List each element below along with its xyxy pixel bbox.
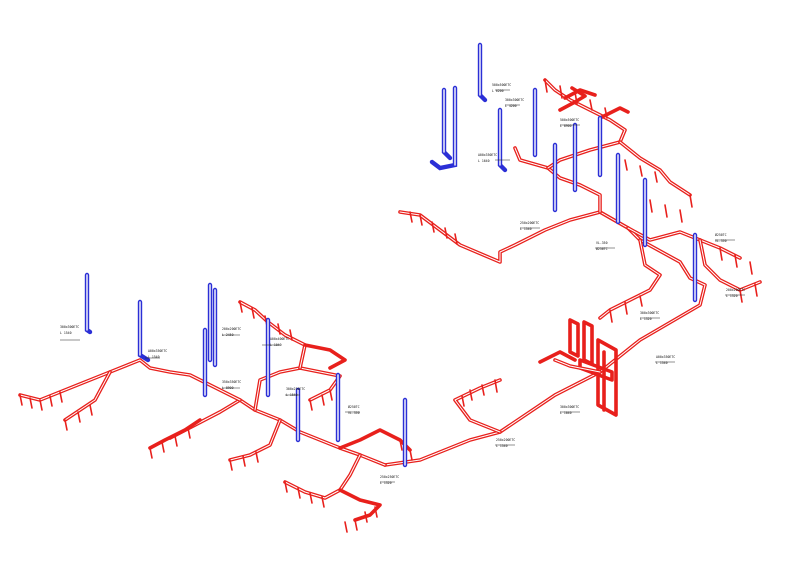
label-l1: 250x200ЕТС xyxy=(520,221,539,225)
central-small-branch xyxy=(453,378,502,434)
riser-2 xyxy=(137,299,151,363)
label-a1: 300x300ЕТС xyxy=(60,325,79,329)
label-r1: Ø250ТС xyxy=(715,232,727,237)
label-d1: A00x400ЕТС xyxy=(270,337,289,341)
label-i2: L 6200 xyxy=(492,89,504,93)
label-n1: 300x300ЕТС xyxy=(640,311,659,315)
label-b1: A00x350ЕТС xyxy=(148,349,167,353)
label-e1: 350x350ЕТС xyxy=(222,380,241,384)
riser-1 xyxy=(84,272,93,335)
label-f2: L 1540 xyxy=(286,393,298,397)
label-k1: A00x350ЕТС xyxy=(478,153,497,157)
label-h2: L 1320 xyxy=(380,481,392,485)
central-equipment-stack xyxy=(538,318,618,417)
label-j1: 300x300ЕТС xyxy=(505,98,524,102)
label-m1: VL-350 xyxy=(596,241,608,245)
label-t1: 500x500ЕТС xyxy=(560,118,579,122)
label-q1: 300x300ЕТС xyxy=(560,405,579,409)
label-p1: 250x200ЕТС xyxy=(496,438,515,442)
label-j2: L 4200 xyxy=(505,104,517,108)
label-g1: Ø250ТС xyxy=(348,404,360,409)
label-a2: L 1540 xyxy=(60,331,72,335)
label-p2: L 1540 xyxy=(496,444,508,448)
label-m2: Ø250ТС xyxy=(596,246,608,251)
riser-11 xyxy=(497,107,508,173)
annotation-leaders xyxy=(60,89,745,483)
label-o2: L 1540 xyxy=(656,361,668,365)
duct-labels: 300x300ЕТС L 1540 A00x350ЕТС L 1540 200x… xyxy=(60,83,745,485)
label-c2: L 2450 xyxy=(222,333,234,337)
main-trunk-duct xyxy=(383,226,707,467)
label-d2: L 1040 xyxy=(270,343,282,347)
exhaust-risers xyxy=(84,42,698,468)
label-s2: L 1320 xyxy=(726,294,738,298)
label-s1: 200x200ЕТС xyxy=(726,288,745,292)
label-f1: 300x250ЕТС xyxy=(286,387,305,391)
riser-10 xyxy=(429,85,458,171)
label-r2: VL-350 xyxy=(715,239,727,243)
label-q2: L 1040 xyxy=(560,411,572,415)
label-h1: 250x250ЕТС xyxy=(380,475,399,479)
label-c1: 200x200ЕТС xyxy=(222,327,241,331)
label-l2: L 1540 xyxy=(520,227,532,231)
label-b2: L 1540 xyxy=(148,355,160,359)
label-e2: L 8900 xyxy=(222,386,234,390)
label-t2: L 8900 xyxy=(560,124,572,128)
label-n2: L 1320 xyxy=(640,317,652,321)
upper-right-diffuser-branches xyxy=(409,79,758,323)
label-o1: A00x350ЕТС xyxy=(656,355,675,359)
label-i1: 500x500ЕТС xyxy=(492,83,511,87)
riser-9 xyxy=(477,42,488,103)
left-diffuser-branches xyxy=(19,301,413,533)
label-k2: L 1640 xyxy=(478,159,490,163)
label-g2: VL-350 xyxy=(348,411,360,415)
riser-3 xyxy=(207,282,218,368)
